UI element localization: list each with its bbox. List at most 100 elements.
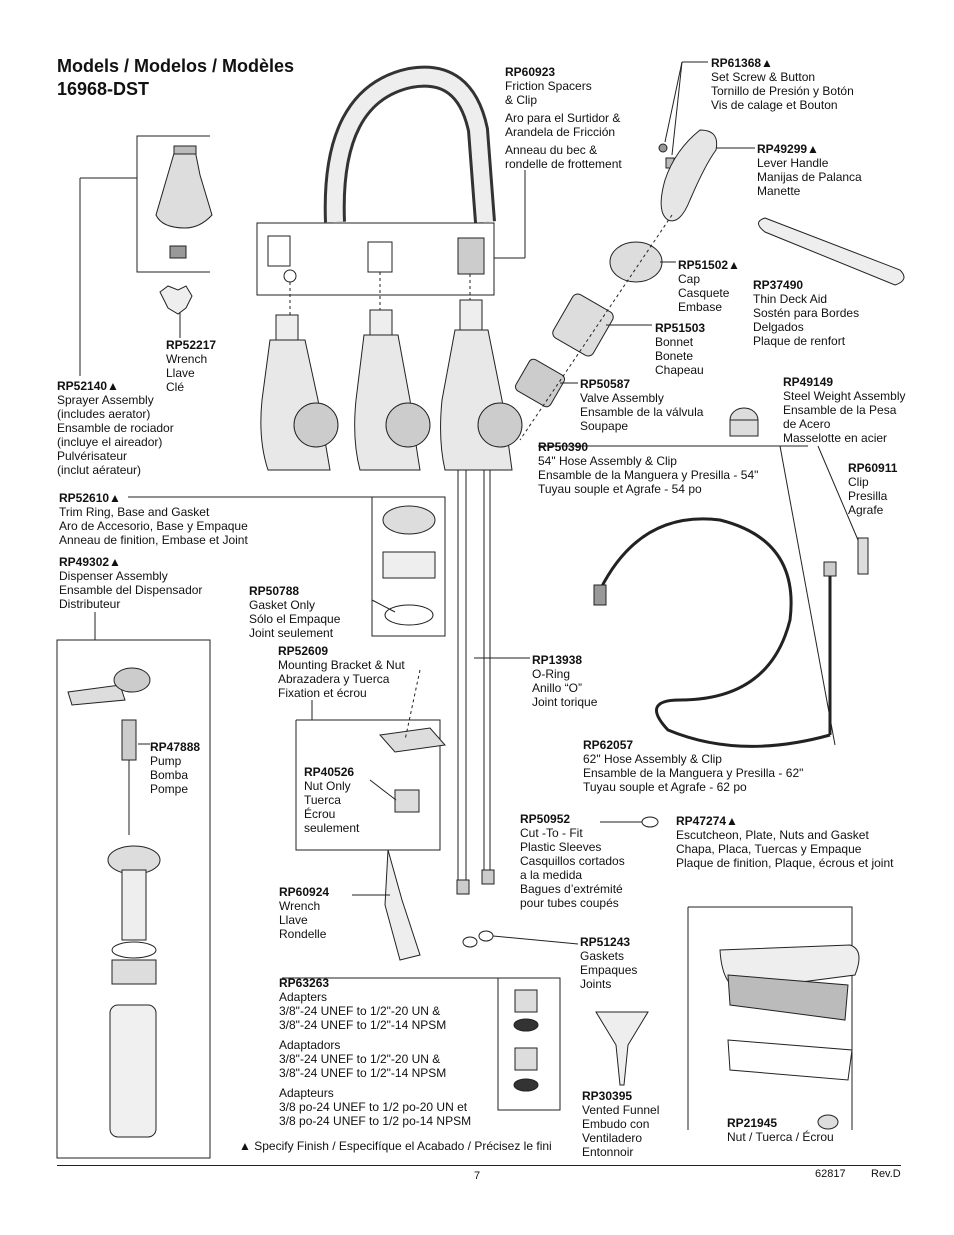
part-number: RP49299▲ [757,142,819,156]
part-description-line: Casquillos cortados [520,854,625,868]
part-description-line: Joint torique [532,695,598,709]
part-description-line: 3/8 po-24 UNEF to 1/2 po-14 NPSM [279,1114,472,1128]
aerator-icon [169,245,187,259]
part-description-line: Chapeau [655,363,704,377]
adapter-icon [514,1047,538,1071]
part-description-line: 62" Hose Assembly & Clip [583,752,722,766]
part-description-line: Ensamble del Dispensador [59,583,203,597]
part-description-line: Delgados [753,320,804,334]
part-description-line: Adapteurs [279,1086,334,1100]
part-description-line: Tornillo de Presión y Botón [711,84,854,98]
part-number: RP63263 [279,976,330,990]
part-number: RP13938 [532,653,583,667]
soap-bottle-icon [109,1004,157,1138]
part-description-line: Embase [678,300,723,314]
part-description-line: Llave [279,913,308,927]
part-description-line: Arandela de Fricción [505,125,616,139]
part-description-line: & Clip [505,93,538,107]
part-description-line: O-Ring [532,667,571,681]
hose-icon [598,517,831,748]
part-description-line: seulement [304,821,360,835]
part-description-line: Bagues d’extrémité [520,882,623,896]
part-description-line: Bonnet [655,335,694,349]
part-number: RP21945 [727,1116,778,1130]
nut-icon [817,1114,839,1130]
part-description-line: (inclut aérateur) [57,463,142,477]
part-description-line: rondelle de frottement [505,157,622,171]
part-description-line: Valve Assembly [580,391,664,405]
part-description-line: Lever Handle [757,156,829,170]
faucet-body-3 [440,299,523,471]
part-number: RP51243 [580,935,631,949]
part-number: RP47274▲ [676,814,738,828]
lever-handle-icon [660,129,718,222]
funnel-icon [595,1011,649,1086]
part-description-line: Sólo el Empaque [249,612,341,626]
part-description-line: Aro para el Surtidor & [505,111,621,125]
part-description-line: Ensamble de la válvula [580,405,704,419]
part-description-line: 3/8"-24 UNEF to 1/2"-14 NPSM [279,1018,447,1032]
part-description-line: Aro de Accesorio, Base y Empaque [59,519,248,533]
part-description-line: Pulvérisateur [57,449,128,463]
part-description-line: Embudo con [582,1117,650,1131]
part-description-line: Clé [166,380,185,394]
part-number: RP51503 [655,321,706,335]
part-description-line: Vented Funnel [582,1103,660,1117]
part-description-line: pour tubes coupés [520,896,619,910]
part-number: RP51502▲ [678,258,740,272]
part-description-line: Entonnoir [582,1145,634,1159]
part-number: RP62057 [583,738,634,752]
part-number: RP47888 [150,740,201,754]
part-description-line: Chapa, Placa, Tuercas y Empaque [676,842,862,856]
part-description-line: (includes aerator) [57,407,151,421]
part-description-line: a la medida [520,868,583,882]
part-description-line: Joint seulement [249,626,334,640]
part-number: RP60924 [279,885,330,899]
part-description-line: Steel Weight Assembly [783,389,906,403]
part-label-rp47274: RP47274▲Escutcheon, Plate, Nuts and Gask… [676,814,893,870]
valve-icon [515,358,565,408]
part-description-line: Ensamble de la Manguera y Presilla - 54" [538,468,759,482]
trim-ring-icon [382,505,436,535]
clip-icon [857,537,869,575]
finish-note: ▲ Specify Finish / Especifíque el Acabad… [239,1139,552,1153]
part-description-line: Trim Ring, Base and Gasket [59,505,210,519]
mounting-bracket-icon [379,727,446,753]
part-description-line: Cut -To - Fit [520,826,583,840]
part-number: RP61368▲ [711,56,773,70]
part-description-line: 3/8"-24 UNEF to 1/2"-20 UN & [279,1004,441,1018]
part-number: RP52610▲ [59,491,121,505]
pump-icon [121,719,137,761]
part-description-line: Anneau du bec & [505,143,598,157]
part-description-line: 3/8 po-24 UNEF to 1/2 po-20 UN et [279,1100,468,1114]
part-description-line: Abrazadera y Tuerca [278,672,390,686]
part-description-line: Manijas de Palanca [757,170,862,184]
part-description-line: Anneau de finition, Embase et Joint [59,533,248,547]
footer-rule [57,1165,901,1166]
friction-spacer [367,241,393,273]
part-description-line: Plaque de finition, Plaque, écrous et jo… [676,856,894,870]
part-description-line: Clip [848,475,869,489]
part-label-rp52140: RP52140▲Sprayer Assembly(includes aerato… [57,379,174,477]
gasket-icon [384,604,434,626]
page-number: 7 [474,1170,481,1182]
part-description-line: Sprayer Assembly [57,393,154,407]
set-screw-icon [658,143,668,153]
part-number: RP52609 [278,644,329,658]
part-description-line: Gaskets [580,949,625,963]
part-description-line: Écrou [304,807,336,821]
